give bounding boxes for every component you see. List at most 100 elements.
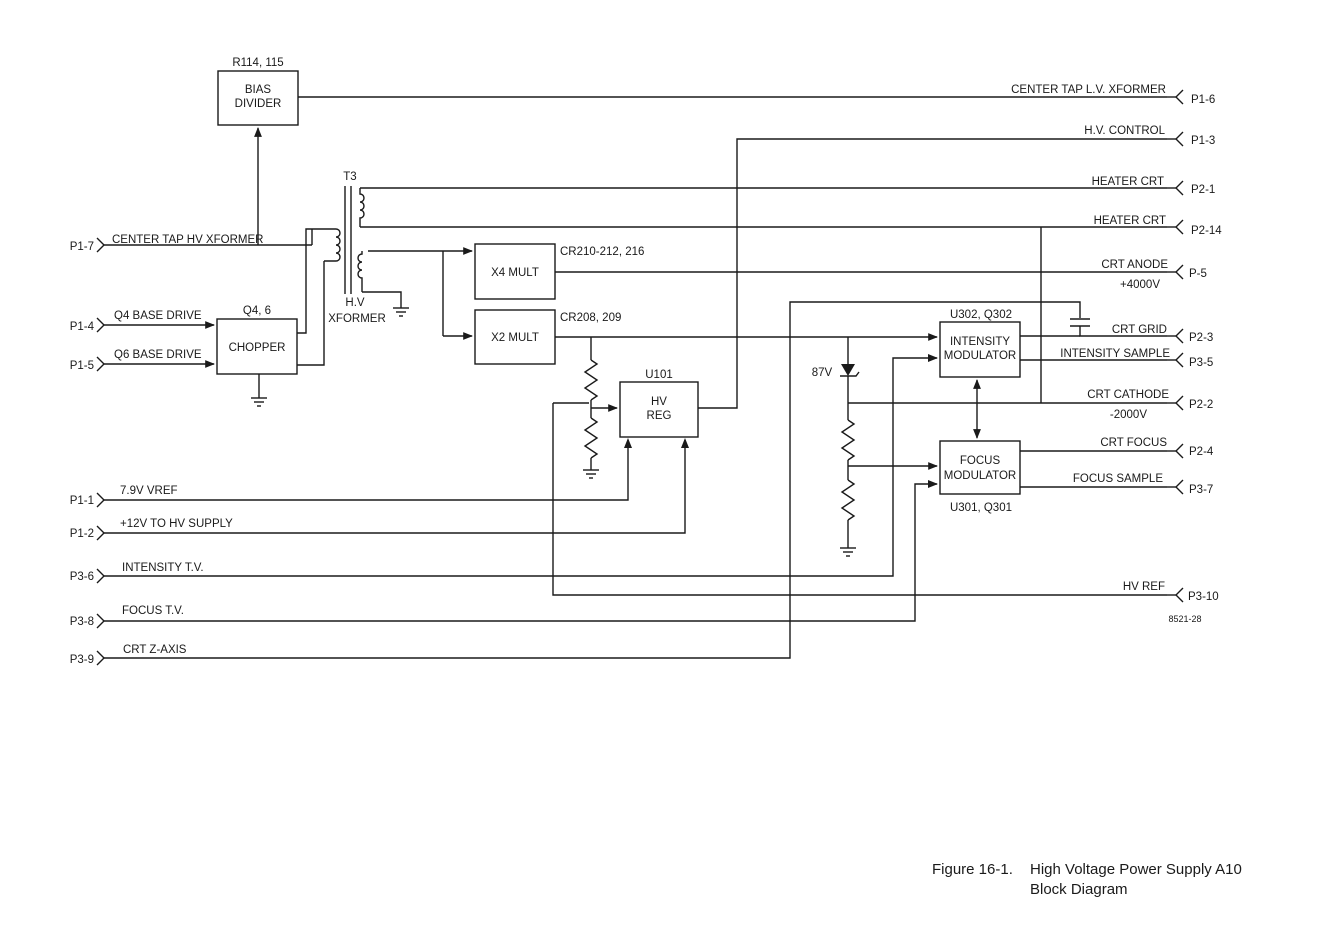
focus-modulator-label-1: FOCUS: [960, 455, 1001, 467]
connector-p3-5: P3-5 INTENSITY SAMPLE: [1060, 348, 1213, 369]
pin-label: P1-5: [70, 360, 94, 372]
connector-p1-3: P1-3 H.V. CONTROL: [1084, 125, 1215, 147]
figure-title: High Voltage Power Supply A10 Block Diag…: [1030, 861, 1242, 898]
figure-title-line-2: Block Diagram: [1030, 881, 1128, 898]
signal-label: Q6 BASE DRIVE: [114, 349, 202, 361]
connector-p2-2: P2-2 CRT CATHODE -2000V: [1087, 389, 1213, 421]
bias-divider-label-2: DIVIDER: [235, 98, 282, 110]
hv-reg-ref: U101: [645, 369, 673, 381]
hv-transformer: T3 H.V XFORMER: [312, 171, 386, 325]
connector-p3-9: P3-9 CRT Z-AXIS: [70, 644, 187, 666]
signal-label: HEATER CRT: [1094, 215, 1166, 227]
signal-label: INTENSITY T.V.: [122, 562, 204, 574]
pin-label: P3-7: [1189, 484, 1213, 496]
ground-divider: [583, 469, 599, 479]
right-connectors: P1-6 CENTER TAP L.V. XFORMER P1-3 H.V. C…: [1011, 84, 1222, 603]
focus-modulator-block: U301, Q301 FOCUS MODULATOR: [939, 440, 1021, 514]
signal-label: CRT ANODE: [1101, 259, 1168, 271]
connector-p3-7: P3-7 FOCUS SAMPLE: [1073, 473, 1213, 496]
signal-label: +12V TO HV SUPPLY: [120, 518, 233, 530]
pin-label: P1-2: [70, 528, 94, 540]
pin-label: P1-1: [70, 495, 94, 507]
intensity-modulator-block: U302, Q302 INTENSITY MODULATOR: [939, 309, 1021, 378]
pin-label: P2-4: [1189, 446, 1214, 458]
signal-value: -2000V: [1110, 409, 1147, 421]
connector-p1-5: P1-5 Q6 BASE DRIVE: [70, 349, 202, 372]
pin-label: P-5: [1189, 268, 1207, 280]
connector-p2-3: P2-3 CRT GRID: [1112, 324, 1213, 344]
bias-divider-label-1: BIAS: [245, 84, 272, 96]
connector-p3-8: P3-8 FOCUS T.V.: [70, 605, 184, 629]
connector-p-5: P-5 CRT ANODE +4000V: [1101, 259, 1207, 291]
connector-p3-6: P3-6 INTENSITY T.V.: [70, 562, 204, 584]
figure-number: Figure 16-1.: [932, 861, 1013, 878]
connector-p2-4: P2-4 CRT FOCUS: [1100, 437, 1214, 459]
chopper-label: CHOPPER: [229, 342, 286, 354]
x4-mult-ref: CR210-212, 216: [560, 246, 644, 258]
connector-p1-1: P1-1 7.9V VREF: [70, 485, 178, 508]
pin-label: P2-2: [1189, 399, 1213, 411]
connector-p2-1: P2-1 HEATER CRT: [1092, 176, 1216, 196]
ground-focus-divider: [840, 547, 856, 557]
pin-label: P2-3: [1189, 332, 1213, 344]
connector-p1-4: P1-4 Q4 BASE DRIVE: [70, 310, 202, 333]
signal-label: HV REF: [1123, 581, 1165, 593]
signal-value: +4000V: [1120, 279, 1160, 291]
connector-p1-2: P1-2 +12V TO HV SUPPLY: [70, 518, 233, 541]
signal-label: Q4 BASE DRIVE: [114, 310, 202, 322]
connector-p3-10: P3-10 HV REF: [1123, 581, 1219, 603]
connector-p2-14: P2-14 HEATER CRT: [1094, 215, 1223, 237]
ground-chopper: [251, 397, 267, 407]
x2-mult-label: X2 MULT: [491, 332, 539, 344]
pin-label: P1-3: [1191, 135, 1215, 147]
signal-label: FOCUS SAMPLE: [1073, 473, 1163, 485]
intensity-modulator-label-1: INTENSITY: [950, 336, 1010, 348]
signal-label: HEATER CRT: [1092, 176, 1164, 188]
connector-p1-7: P1-7 CENTER TAP HV XFORMER: [70, 234, 264, 253]
x2-mult-block: CR208, 209 X2 MULT: [474, 309, 621, 365]
chopper-ref: Q4, 6: [243, 305, 271, 317]
transformer-ref: T3: [343, 171, 356, 183]
focus-modulator-label-2: MODULATOR: [944, 470, 1016, 482]
figure-title-line-1: High Voltage Power Supply A10: [1030, 861, 1242, 878]
zener-label: 87V: [812, 367, 833, 379]
wiring: [104, 96, 1167, 659]
pin-label: P1-6: [1191, 94, 1215, 106]
hv-reg-block: U101 HV REG: [619, 369, 699, 438]
pin-label: P3-9: [70, 654, 94, 666]
focus-modulator-ref: U301, Q301: [950, 502, 1012, 514]
signal-label: CRT Z-AXIS: [123, 644, 187, 656]
pin-label: P2-14: [1191, 225, 1222, 237]
pin-label: P1-4: [70, 321, 95, 333]
ground-symbols: [251, 307, 856, 557]
intensity-modulator-label-2: MODULATOR: [944, 350, 1016, 362]
figure-caption: Figure 16-1.: [932, 861, 1013, 878]
transformer-label-2: XFORMER: [328, 313, 386, 325]
chopper-block: Q4, 6 CHOPPER: [216, 305, 298, 375]
signal-label: CENTER TAP HV XFORMER: [112, 234, 263, 246]
pin-label: P3-5: [1189, 357, 1213, 369]
drawing-number: 8521-28: [1168, 614, 1201, 624]
x4-mult-label: X4 MULT: [491, 267, 539, 279]
pin-label: P3-10: [1188, 591, 1219, 603]
bias-divider-ref: R114, 115: [232, 57, 283, 69]
hv-reg-label-2: REG: [647, 410, 672, 422]
bias-divider-block: R114, 115 BIAS DIVIDER: [217, 57, 299, 126]
ground-transformer: [393, 307, 409, 317]
pin-label: P1-7: [70, 241, 94, 253]
pin-label: P3-8: [70, 616, 94, 628]
transformer-label-1: H.V: [345, 297, 365, 309]
left-connectors: P1-7 CENTER TAP HV XFORMER P1-4 Q4 BASE …: [70, 234, 264, 666]
hv-reg-label-1: HV: [651, 396, 667, 408]
intensity-modulator-ref: U302, Q302: [950, 309, 1012, 321]
connector-p1-6: P1-6 CENTER TAP L.V. XFORMER: [1011, 84, 1215, 106]
pin-label: P2-1: [1191, 184, 1215, 196]
x4-mult-block: CR210-212, 216 X4 MULT: [474, 243, 644, 300]
signal-label: 7.9V VREF: [120, 485, 178, 497]
x2-mult-ref: CR208, 209: [560, 312, 621, 324]
signal-label: CRT GRID: [1112, 324, 1167, 336]
signal-label: CRT CATHODE: [1087, 389, 1169, 401]
signal-label: CRT FOCUS: [1100, 437, 1167, 449]
pin-label: P3-6: [70, 571, 94, 583]
